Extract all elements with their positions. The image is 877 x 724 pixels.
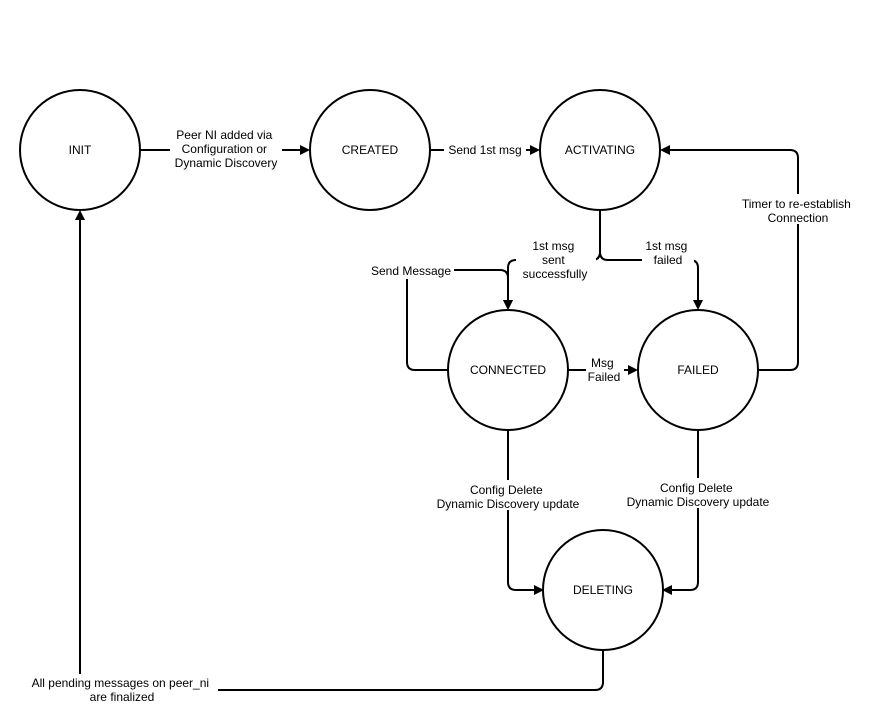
state-activating: ACTIVATING	[539, 89, 661, 211]
state-failed: FAILED	[637, 309, 759, 431]
label-failed-activating-line: Timer to re-establish	[742, 197, 851, 211]
label-failed-deleting: Config Delete Dynamic Discovery update	[624, 478, 772, 509]
label-connected-deleting-line: Dynamic Discovery update	[437, 497, 580, 511]
svg-text:Msg Failed: Msg Failed	[588, 356, 621, 384]
label-connected-deleting-line: Config Delete	[470, 483, 543, 497]
state-failed-label: FAILED	[677, 363, 719, 377]
label-connected-self: Send Message	[368, 263, 454, 279]
label-deleting-init-line: are finalized	[90, 690, 155, 704]
edge-failed-activating	[660, 145, 799, 371]
edge-deleting-init	[75, 210, 604, 691]
label-deleting-init-line: All pending messages on peer_ni	[32, 676, 209, 690]
label-activating-failed-line: failed	[654, 253, 683, 267]
svg-text:Send 1st msg: Send 1st msg	[448, 143, 521, 157]
svg-text:Send Message: Send Message	[371, 264, 451, 278]
edge-failed-deleting	[662, 430, 699, 595]
label-connected-deleting: Config Delete Dynamic Discovery update	[434, 480, 582, 511]
label-connected-failed-line: Msg	[591, 356, 614, 370]
label-init-created: Peer NI added via Configuration or Dynam…	[170, 128, 282, 170]
svg-text:1st msg failed: 1st msg failed	[645, 239, 690, 267]
state-connected-label: CONNECTED	[470, 363, 546, 377]
label-failed-deleting-line: Config Delete	[660, 481, 733, 495]
label-activating-failed: 1st msg failed	[642, 238, 694, 267]
label-failed-activating: Timer to re-establish Connection	[738, 194, 860, 225]
label-activating-failed-line: 1st msg	[645, 239, 687, 253]
state-created-label: CREATED	[342, 143, 399, 157]
state-deleting: DELETING	[542, 529, 664, 651]
label-created-activating-line: Send 1st msg	[448, 143, 521, 157]
svg-text:Config Delete Dynamic Di: Config Delete Dynamic Discovery update	[437, 483, 580, 511]
label-activating-connected-line: successfully	[523, 267, 588, 281]
state-created: CREATED	[309, 89, 431, 211]
label-activating-connected: 1st msg sent successfully	[516, 237, 596, 281]
label-connected-failed-line: Failed	[588, 370, 621, 384]
label-activating-connected-line: sent	[542, 253, 565, 267]
edge-connected-deleting	[507, 430, 544, 595]
state-deleting-label: DELETING	[573, 583, 633, 597]
label-failed-activating-line: Connection	[768, 211, 829, 225]
label-failed-deleting-line: Dynamic Discovery update	[627, 495, 770, 509]
svg-text:Config Delete Dynamic Di: Config Delete Dynamic Discovery update	[627, 481, 770, 509]
label-init-created-line: Dynamic Discovery	[175, 156, 278, 170]
svg-text:1st msg sent succe: 1st msg sent successfully	[523, 239, 588, 281]
label-init-created-line: Configuration or	[182, 142, 267, 156]
label-activating-connected-line: 1st msg	[532, 239, 574, 253]
state-init-label: INIT	[69, 143, 92, 157]
label-connected-failed: Msg Failed	[586, 354, 624, 384]
state-connected: CONNECTED	[447, 309, 569, 431]
svg-text:Timer to re-establish Co: Timer to re-establish Connection	[742, 197, 854, 225]
state-init: INIT	[19, 89, 141, 211]
label-deleting-init: All pending messages on peer_ni are fina…	[26, 674, 218, 704]
svg-text:All pending messages on peer_n: All pending messages on peer_ni are fina…	[32, 676, 213, 704]
label-connected-self-line: Send Message	[371, 264, 451, 278]
label-init-created-line: Peer NI added via	[176, 128, 272, 142]
svg-text:Peer NI added via Config: Peer NI added via Configuration or Dynam…	[175, 128, 278, 170]
label-created-activating: Send 1st msg	[444, 141, 526, 157]
state-activating-label: ACTIVATING	[565, 143, 635, 157]
